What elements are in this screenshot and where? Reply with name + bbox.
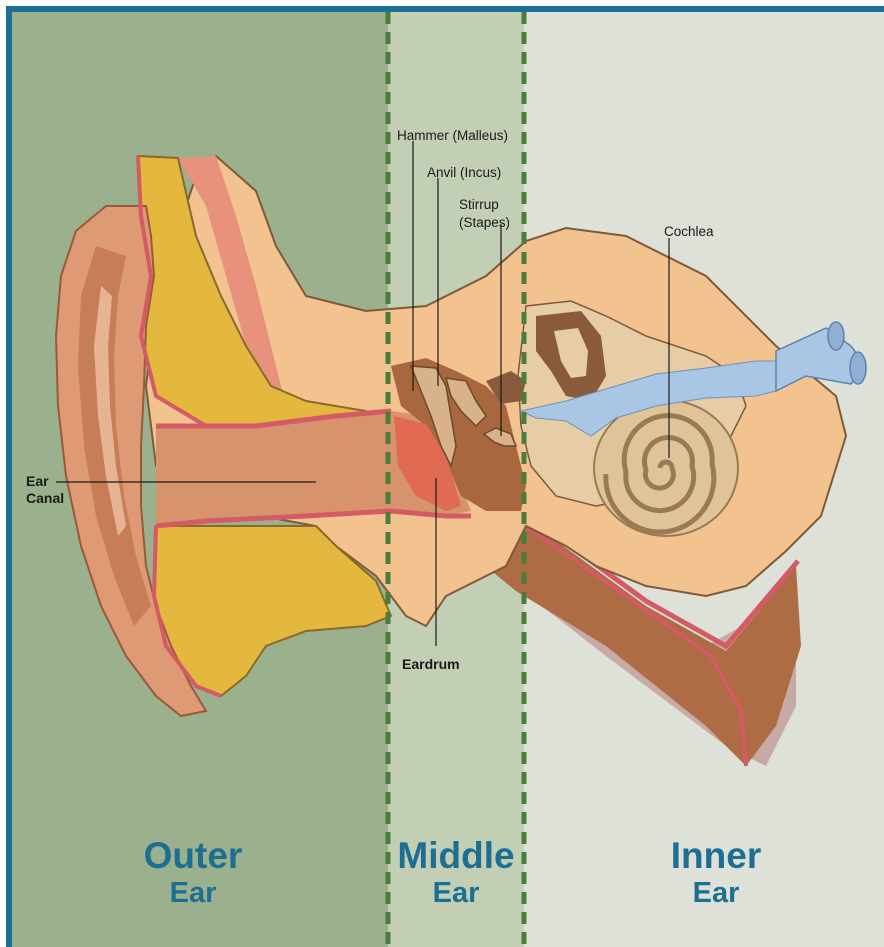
zone-inner-title: Inner [671,835,761,876]
label-eardrum: Eardrum [402,656,460,672]
label-hammer: Hammer (Malleus) [397,128,508,143]
label-ear-canal-2: Canal [26,490,64,506]
label-cochlea: Cochlea [664,224,714,239]
zone-inner-subtitle: Ear [693,877,740,909]
zone-middle-title: Middle [397,835,514,876]
cochlea-spiral [594,400,738,536]
label-ear-canal-1: Ear [26,473,49,489]
label-stirrup-2: (Stapes) [459,215,510,230]
zone-outer-title: Outer [144,835,243,876]
zone-middle-subtitle: Ear [433,877,480,909]
nerve-end-2 [850,352,866,384]
label-anvil: Anvil (Incus) [427,165,501,180]
label-stirrup-1: Stirrup [459,197,499,212]
zone-outer-subtitle: Ear [170,877,217,909]
nerve-end-1 [828,322,844,350]
ear-anatomy-diagram: Hammer (Malleus) Anvil (Incus) Stirrup (… [6,6,884,947]
